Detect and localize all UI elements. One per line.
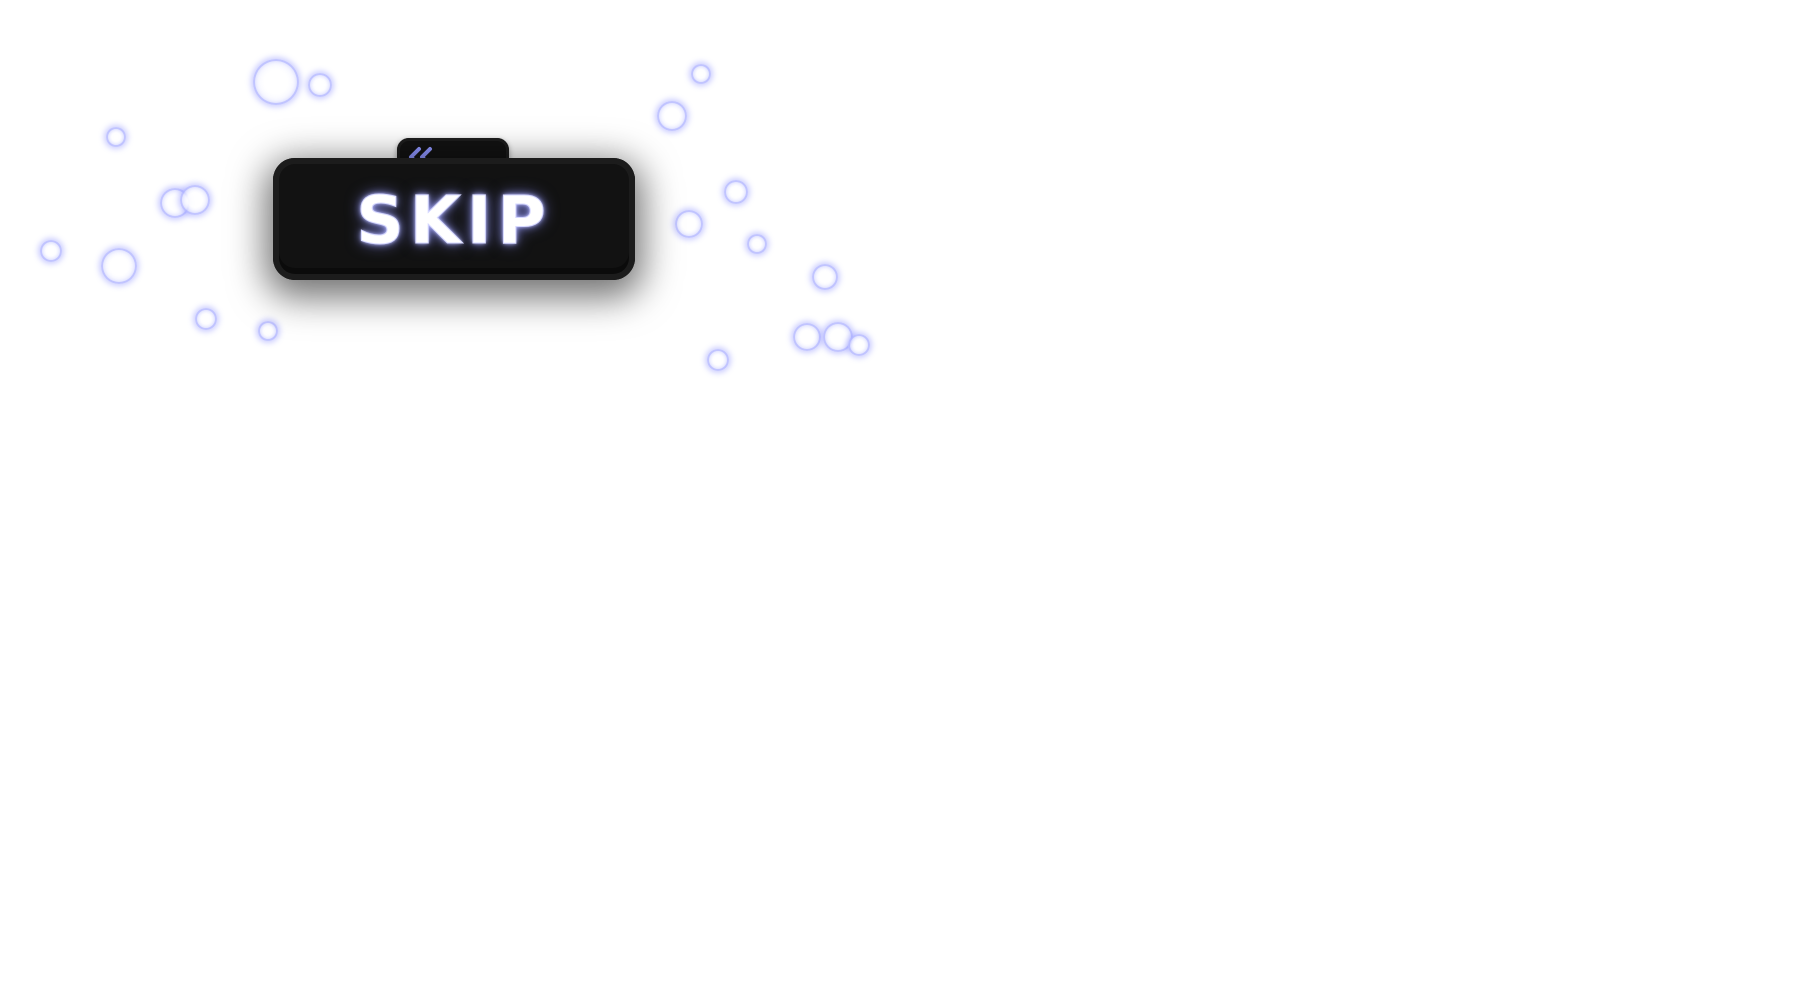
- bubble-icon: [258, 321, 278, 341]
- bubble-icon: [793, 323, 821, 351]
- bubble-icon: [707, 349, 729, 371]
- bubble-icon: [101, 248, 137, 284]
- bubble-icon: [657, 101, 687, 131]
- bubble-icon: [308, 73, 332, 97]
- bubble-icon: [40, 240, 62, 262]
- skip-button[interactable]: SKIP: [273, 158, 635, 280]
- bubble-icon: [195, 308, 217, 330]
- bubble-icon: [106, 127, 126, 147]
- bubble-icon: [180, 185, 210, 215]
- bubble-icon: [691, 64, 711, 84]
- bubble-icon: [848, 334, 870, 356]
- bubble-icon: [747, 234, 767, 254]
- skip-button-label: SKIP: [356, 181, 552, 259]
- bubble-icon: [253, 59, 299, 105]
- bubble-icon: [823, 322, 853, 352]
- bubble-icon: [812, 264, 838, 290]
- skip-control: SKIP: [273, 138, 635, 282]
- bubble-icon: [675, 210, 703, 238]
- bubble-icon: [724, 180, 748, 204]
